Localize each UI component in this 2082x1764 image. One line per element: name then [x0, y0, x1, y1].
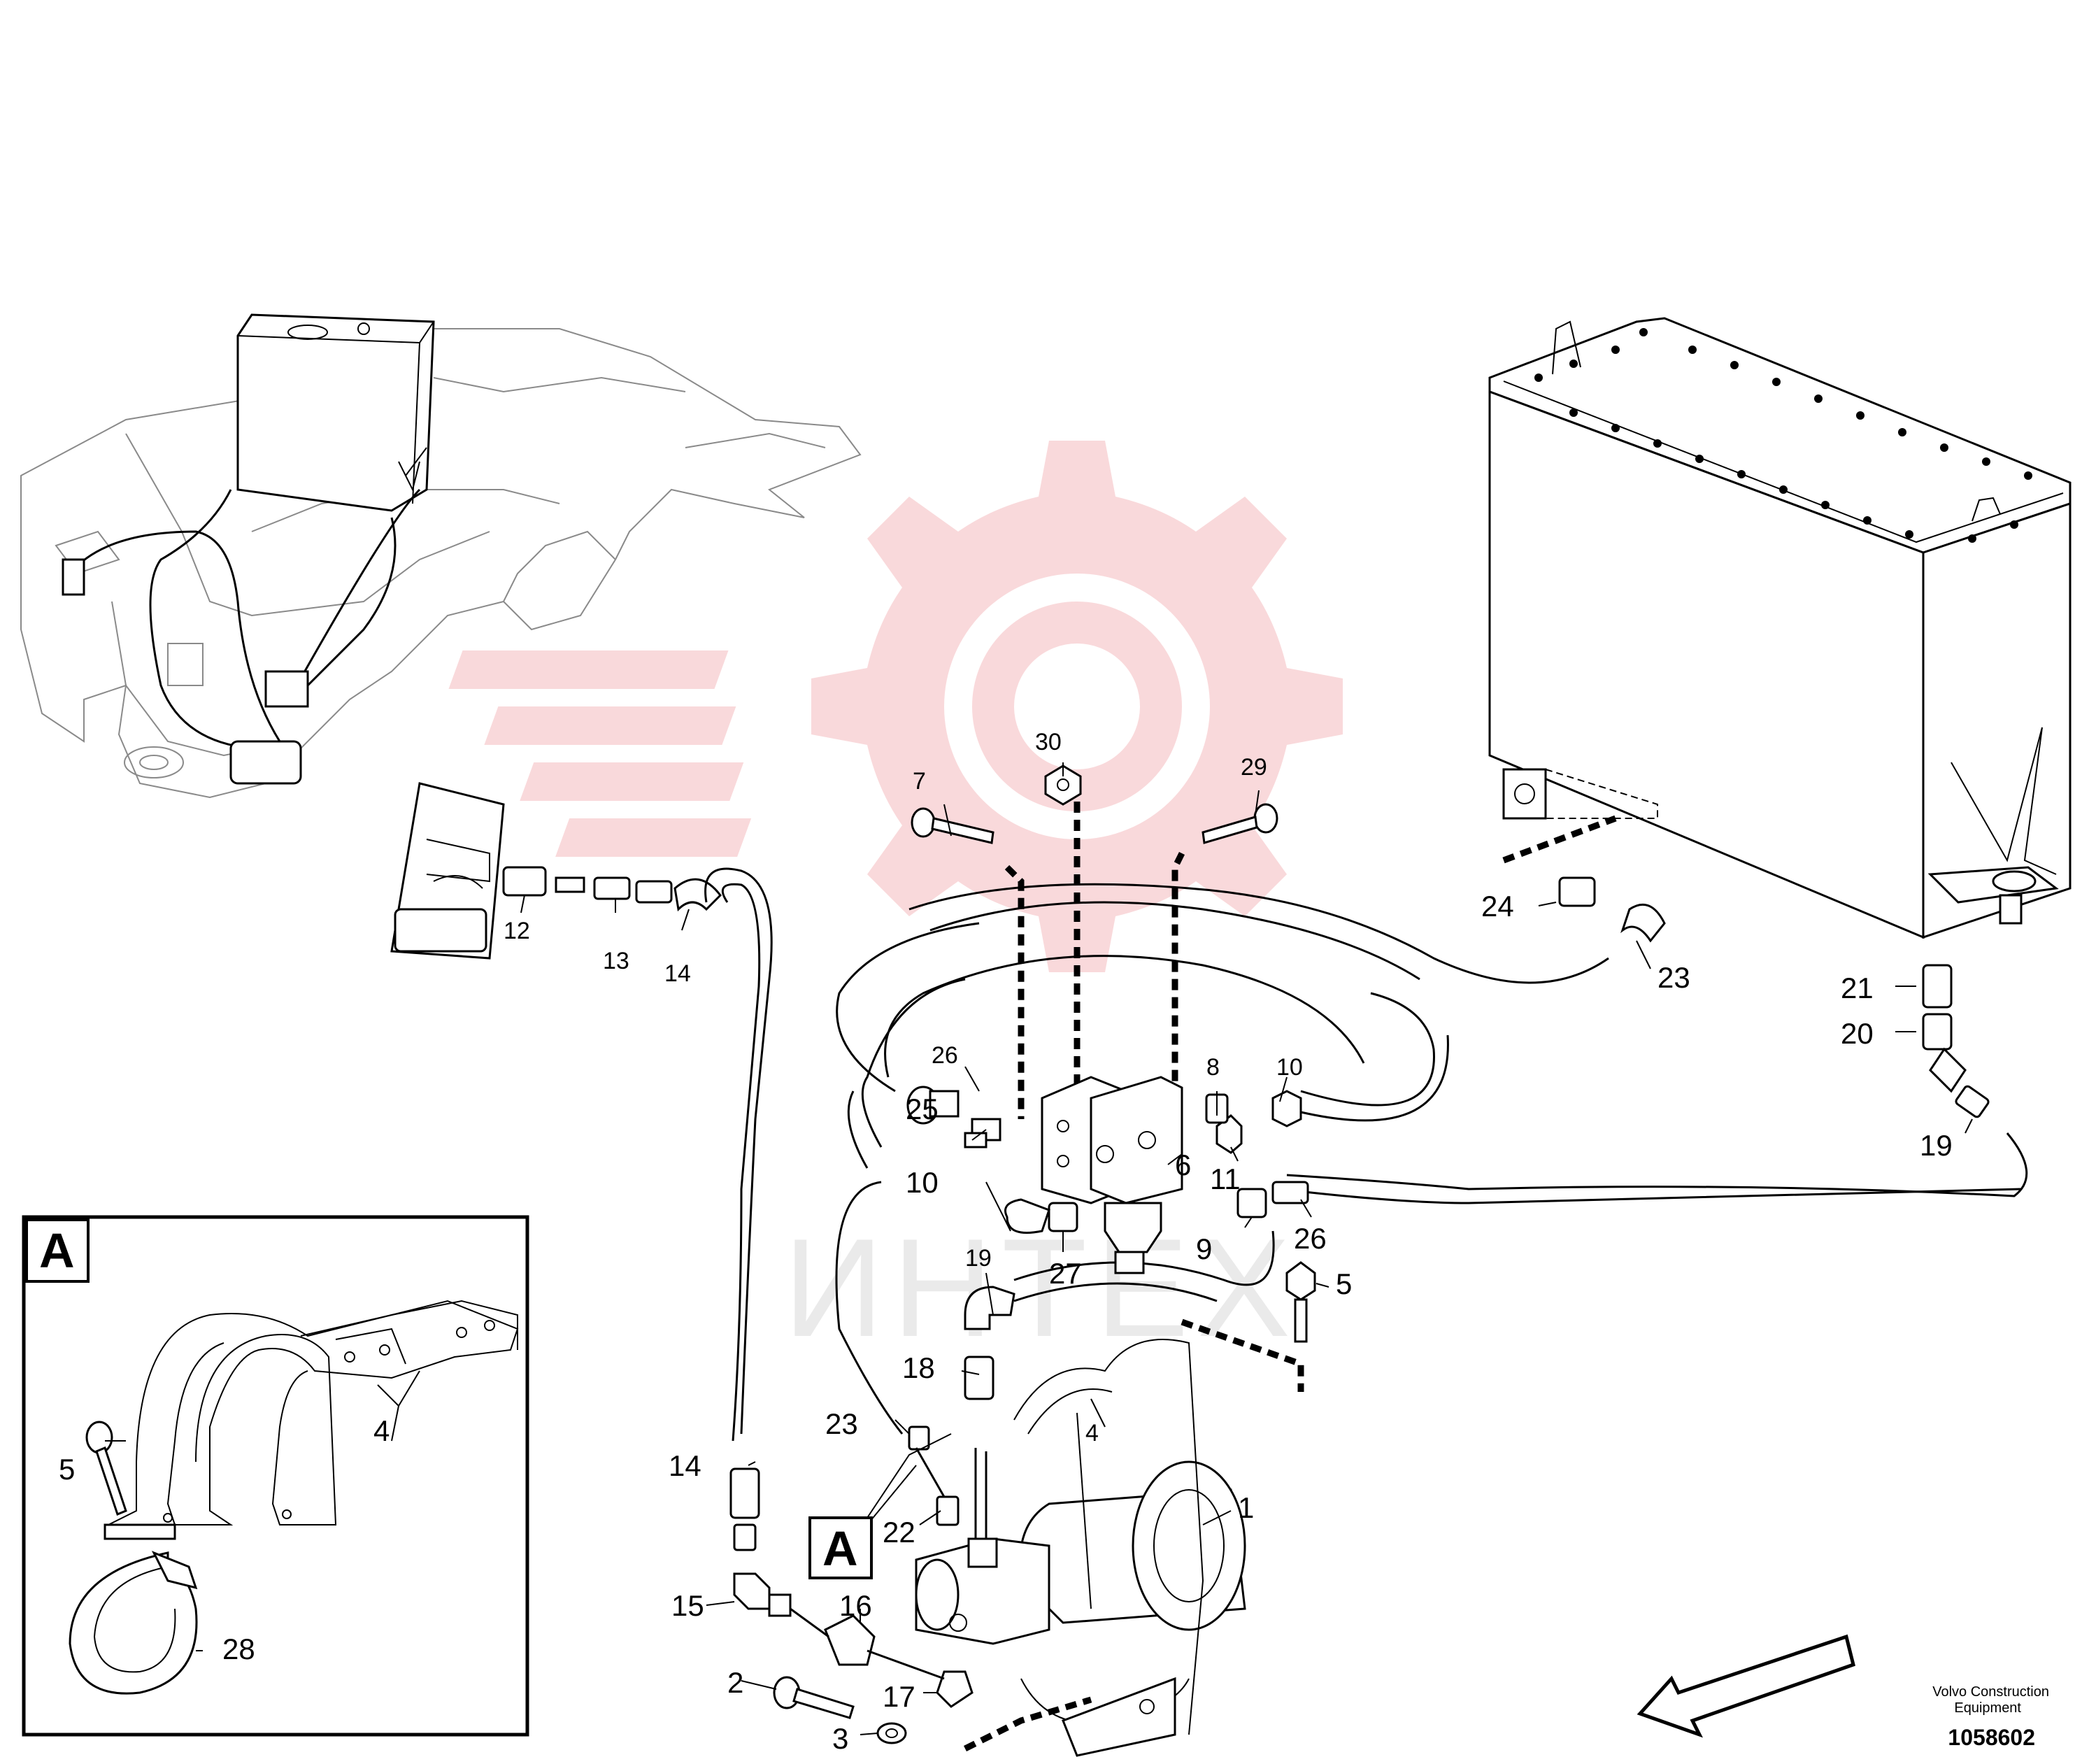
callout-19: 19	[965, 1245, 992, 1272]
callout-labels: 1 2 3 4 4 5 5 6 7 8 9 10 10 11 12 13 14 …	[59, 729, 1953, 1755]
callout-2: 2	[727, 1666, 743, 1699]
callout-12: 12	[504, 918, 530, 944]
machine-frame-illustration	[20, 313, 862, 799]
callout-26-left: 26	[932, 1042, 958, 1069]
callout-9: 9	[1196, 1232, 1212, 1265]
dashed-clamps	[963, 783, 1617, 1752]
callout-23: 23	[825, 1407, 858, 1440]
watermark-text: ИНТЕХ	[783, 1210, 1299, 1366]
callout-4: 4	[1085, 1420, 1099, 1446]
callout-18: 18	[902, 1351, 935, 1384]
callout-10-left: 10	[906, 1166, 939, 1199]
callout-29: 29	[1241, 754, 1267, 781]
callout-11: 11	[1210, 1162, 1241, 1195]
leader-lines	[520, 762, 1973, 1735]
callout-16: 16	[839, 1589, 872, 1622]
callout-26-right: 26	[1294, 1222, 1327, 1255]
callout-5-inset: 5	[59, 1453, 75, 1486]
callout-4-inset: 4	[373, 1414, 390, 1447]
callout-30: 30	[1035, 729, 1062, 755]
footer-company-line2: Equipment	[1954, 1700, 2021, 1716]
callout-27: 27	[1049, 1257, 1082, 1290]
detail-marker-a	[808, 1516, 873, 1579]
fittings-12-13-14	[502, 866, 722, 912]
callout-14-top: 14	[664, 960, 691, 987]
lower-fittings	[729, 1467, 974, 1744]
direction-arrow	[1637, 1634, 1855, 1738]
callout-25: 25	[906, 1093, 939, 1125]
callout-5: 5	[1336, 1267, 1352, 1300]
footer-company-line1: Volvo Construction	[1932, 1684, 2049, 1700]
callout-28: 28	[222, 1633, 255, 1665]
callout-13: 13	[603, 948, 629, 974]
callout-7: 7	[913, 768, 926, 795]
callout-23-right: 23	[1657, 961, 1690, 994]
drawing-number: 1058602	[1948, 1725, 2035, 1750]
callout-14: 14	[669, 1449, 701, 1482]
callout-6: 6	[1175, 1148, 1191, 1181]
callout-8: 8	[1206, 1054, 1220, 1081]
callout-15: 15	[671, 1589, 704, 1622]
solenoid-valve	[390, 782, 505, 960]
callout-1: 1	[1238, 1491, 1254, 1524]
detail-marker-letter: A	[822, 1521, 858, 1576]
hydraulic-tank	[1488, 317, 2072, 939]
inset-letter: A	[39, 1223, 75, 1278]
callout-3: 3	[832, 1722, 848, 1755]
pump-motor-assembly	[908, 1286, 1246, 1757]
callout-22: 22	[883, 1516, 915, 1549]
bolt-5	[1285, 1261, 1316, 1343]
callout-24: 24	[1481, 890, 1514, 923]
callout-19-right: 19	[1920, 1129, 1953, 1162]
valve-block	[1041, 1076, 1183, 1274]
callout-20: 20	[1841, 1017, 1874, 1050]
callout-17: 17	[883, 1680, 915, 1713]
tank-fittings	[1558, 876, 1990, 1118]
callout-21: 21	[1841, 972, 1874, 1004]
callout-10-right: 10	[1276, 1054, 1303, 1081]
inset-detail-a	[22, 1215, 529, 1737]
